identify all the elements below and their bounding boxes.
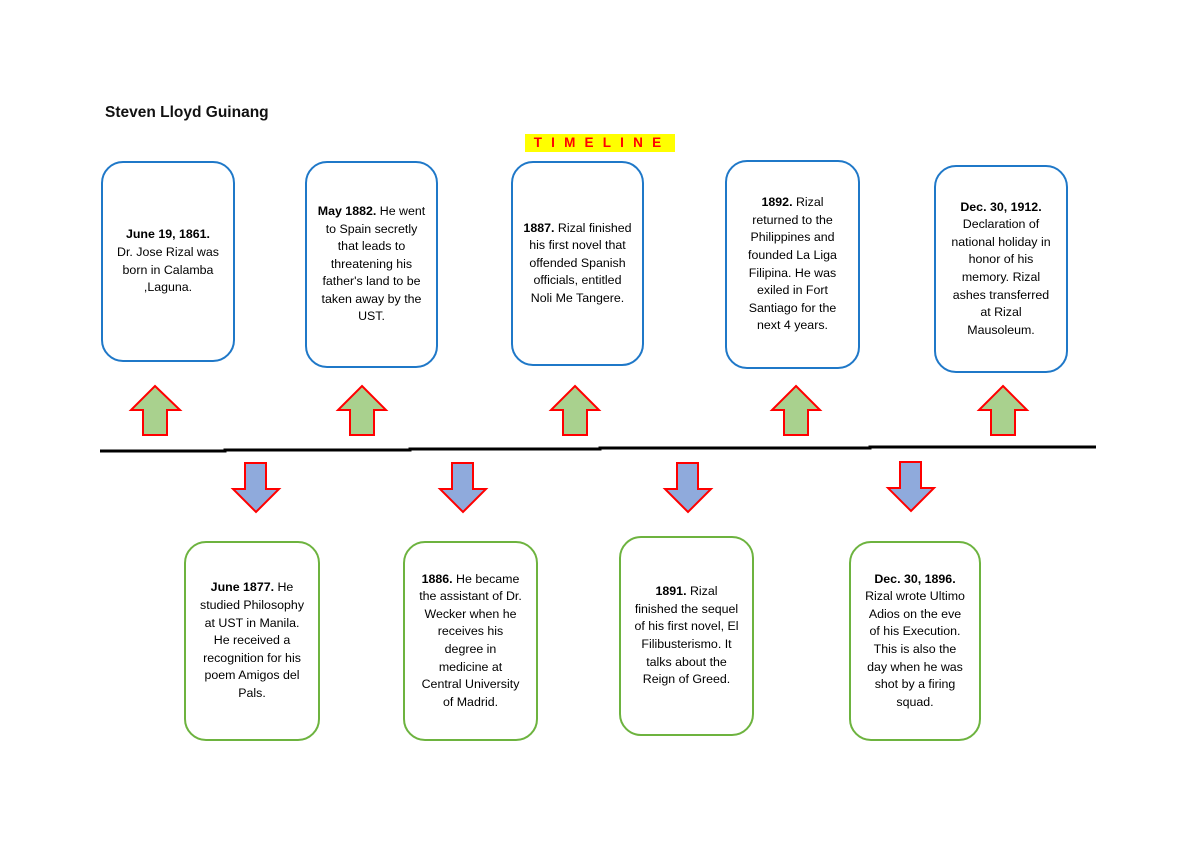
timeline-axis [100,445,1096,453]
event-text: He went to Spain secretly that leads to … [321,203,426,324]
up-arrow-icon [548,384,602,436]
event-date: 1886. [421,571,457,586]
event-content: 1886. He became the assistant of Dr. Wec… [419,571,523,712]
event-box-top: 1892. Rizal returned to the Philippines … [725,160,860,369]
event-text: Rizal finished his first novel that offe… [529,220,632,305]
event-box-bottom: Dec. 30, 1896. Rizal wrote Ultimo Adios … [849,541,981,741]
event-text: Rizal wrote Ultimo Adios on the eve of h… [865,589,965,709]
event-date: May 1882. [317,203,380,218]
event-text: Rizal finished the sequel of his first n… [634,584,739,687]
event-date: June 19, 1861. [125,227,211,242]
up-arrow-icon [769,384,823,436]
author-name: Steven Lloyd Guinang [105,104,269,121]
timeline-line [100,445,1096,453]
event-content: Dec. 30, 1912. Declaration of national h… [949,199,1053,340]
event-box-top: Dec. 30, 1912. Declaration of national h… [934,165,1068,373]
event-date: June 1877. [210,580,278,595]
down-arrow-icon [230,462,282,514]
event-text: Dr. Jose Rizal was born in Calamba ,Lagu… [117,244,219,295]
event-box-top: June 19, 1861. Dr. Jose Rizal was born i… [101,161,235,362]
event-box-top: 1887. Rizal finished his first novel tha… [511,161,644,366]
event-content: Dec. 30, 1896. Rizal wrote Ultimo Adios … [864,571,966,712]
event-date: 1892. [761,195,796,210]
event-text: He studied Philosophy at UST in Manila. … [200,580,305,700]
event-date: 1887. [523,220,558,235]
event-content: May 1882. He went to Spain secretly that… [317,203,426,326]
down-arrow-icon [437,462,489,514]
event-content: 1891. Rizal finished the sequel of his f… [635,583,739,689]
up-arrow-icon [128,384,183,436]
up-arrow-icon [976,384,1030,436]
event-content: 1887. Rizal finished his first novel tha… [523,220,632,308]
event-box-bottom: 1891. Rizal finished the sequel of his f… [619,536,754,736]
event-content: 1892. Rizal returned to the Philippines … [741,194,845,335]
timeline-title: TIMELINE [525,134,675,152]
event-box-bottom: 1886. He became the assistant of Dr. Wec… [403,541,538,741]
event-date: Dec. 30, 1912. [960,199,1042,214]
event-text: He became the assistant of Dr. Wecker wh… [419,571,522,709]
event-content: June 1877. He studied Philosophy at UST … [200,579,304,702]
event-date: Dec. 30, 1896. [874,571,956,586]
event-box-bottom: June 1877. He studied Philosophy at UST … [184,541,320,741]
event-date: 1891. [655,584,690,599]
event-text: Rizal returned to the Philippines and fo… [748,195,837,333]
down-arrow-icon [662,462,714,514]
event-box-top: May 1882. He went to Spain secretly that… [305,161,438,368]
up-arrow-icon [335,384,389,436]
down-arrow-icon [885,461,937,513]
event-content: June 19, 1861. Dr. Jose Rizal was born i… [114,226,222,296]
event-text: Declaration of national holiday in honor… [951,217,1051,337]
